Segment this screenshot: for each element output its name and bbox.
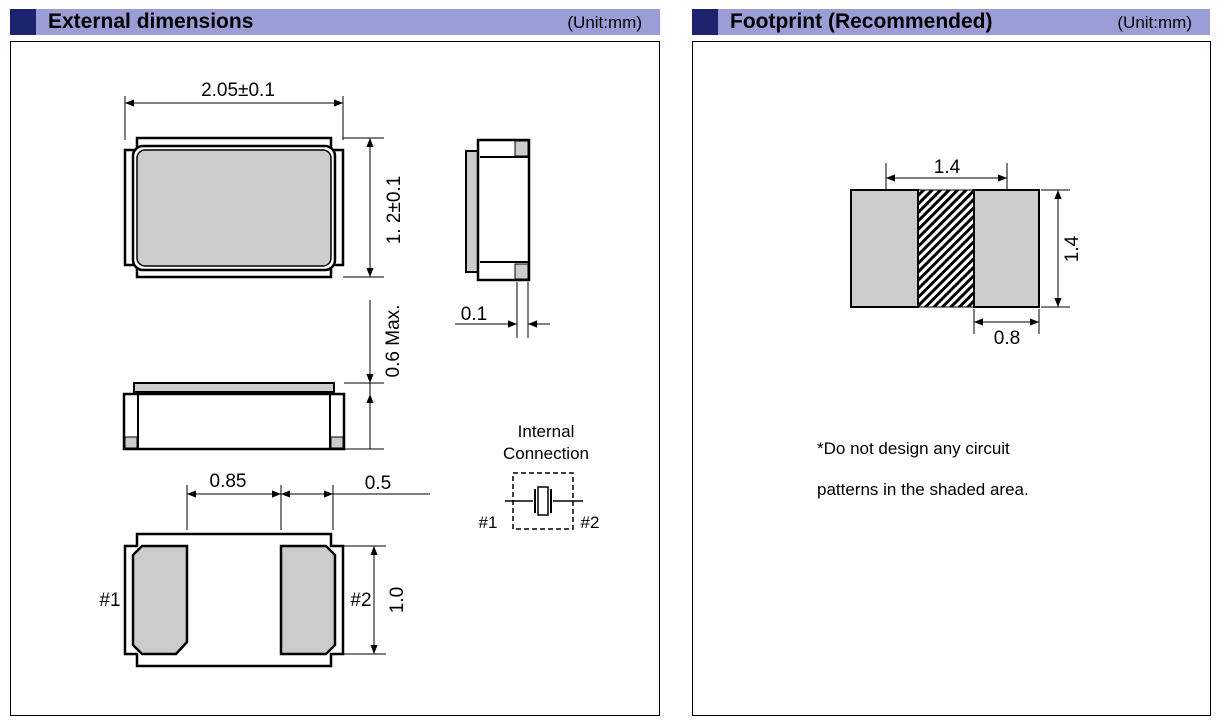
footprint-pad-right	[973, 189, 1040, 308]
side-gap-dimension	[455, 282, 550, 338]
pad-length-label: 1.0	[387, 587, 408, 613]
width-label: 1. 2±0.1	[384, 176, 405, 245]
length-dimension	[124, 96, 344, 140]
external-dimensions-title: External dimensions	[48, 10, 254, 33]
note-line-2: patterns in the shaded area.	[817, 480, 1029, 499]
external-dimensions-header: External dimensions (Unit:mm)	[10, 9, 660, 35]
pad-pitch-label: 0.85	[210, 471, 247, 492]
pin-1-label: #1	[99, 590, 120, 611]
external-dimensions-unit: (Unit:mm)	[567, 13, 642, 32]
height-dimension	[344, 300, 384, 450]
footprint-dimensions	[885, 163, 1070, 334]
footprint-span-label: 1.4	[934, 157, 961, 178]
height-label: 0.6 Max.	[383, 305, 404, 378]
internal-pin-2: #2	[581, 513, 600, 532]
pad-dimensions	[186, 485, 430, 655]
bottom-view	[123, 532, 345, 668]
note-line-1: *Do not design any circuit	[817, 439, 1010, 458]
width-dimension	[343, 137, 384, 278]
side-view	[465, 138, 531, 282]
footprint-height-label: 1.4	[1062, 235, 1083, 262]
top-view	[123, 136, 345, 279]
pin-2-label: #2	[350, 590, 371, 611]
internal-connection-line1: Internal	[518, 422, 575, 441]
footprint-unit: (Unit:mm)	[1117, 13, 1192, 32]
header-marker	[692, 9, 718, 35]
internal-pin-1: #1	[479, 513, 498, 532]
footprint-pad-left	[850, 189, 919, 308]
footprint-header: Footprint (Recommended) (Unit:mm)	[692, 9, 1210, 35]
footprint-drawing	[850, 189, 1040, 308]
header-marker	[10, 9, 36, 35]
front-view	[122, 382, 346, 451]
footprint-title: Footprint (Recommended)	[730, 10, 993, 33]
footprint-pad-width-label: 0.8	[994, 328, 1020, 349]
shaded-area	[917, 189, 975, 308]
length-label: 2.05±0.1	[201, 80, 275, 101]
pad-1	[131, 544, 189, 656]
side-gap-label: 0.1	[461, 304, 487, 325]
pad-2	[279, 544, 337, 656]
footprint-panel	[692, 41, 1211, 716]
crystal-symbol	[505, 472, 583, 530]
internal-connection-line2: Connection	[503, 444, 589, 463]
pad-width-label: 0.5	[365, 473, 391, 494]
